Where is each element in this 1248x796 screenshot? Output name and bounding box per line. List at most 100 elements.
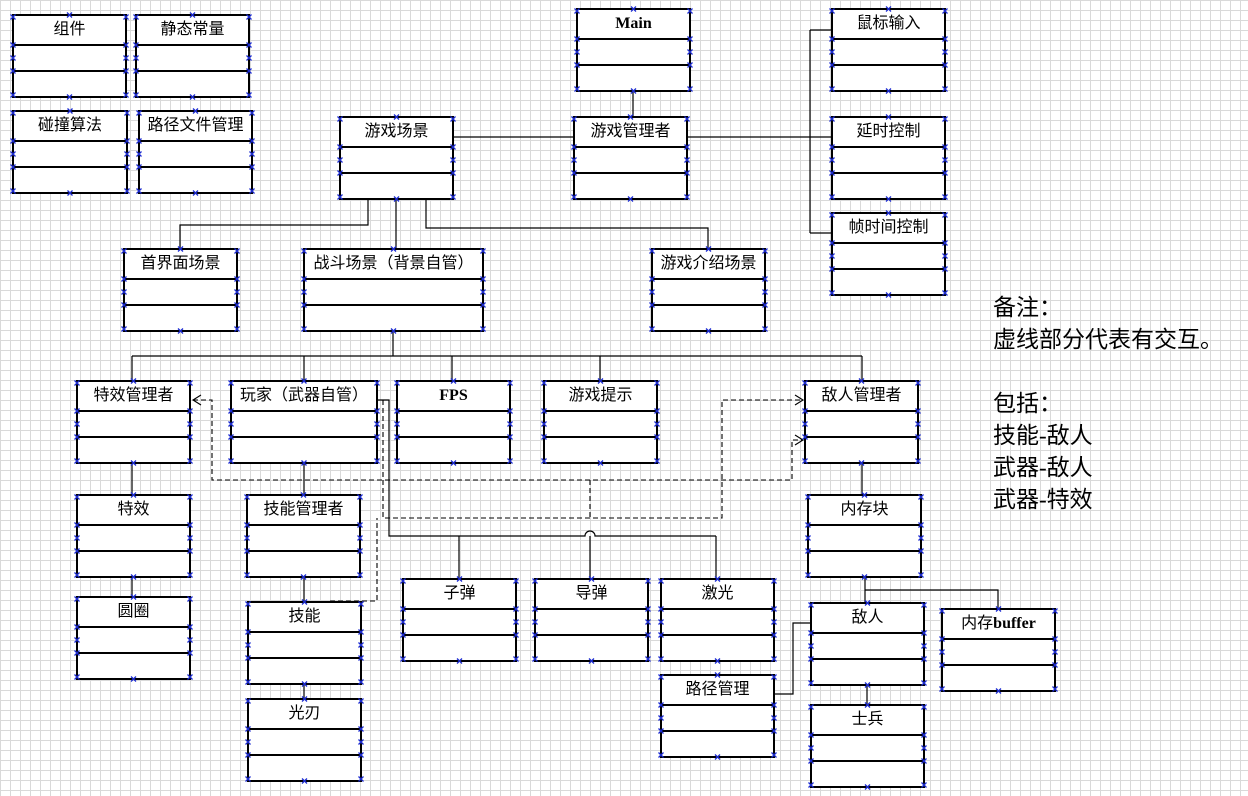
class-box-static-constants[interactable]: 静态常量 [135,14,250,98]
notes-spacer [993,356,1243,388]
class-title-suffix: buffer [993,615,1036,632]
methods-compartment [812,658,923,684]
attributes-compartment [232,410,376,436]
class-title: 技能管理者 [263,501,344,518]
class-box-intro-scene[interactable]: 游戏介绍场景 [651,248,766,332]
class-box-circle[interactable]: 圆圈 [76,596,191,680]
attributes-compartment [140,140,251,166]
class-title: 鼠标输入 [856,15,921,32]
attributes-compartment [833,38,944,64]
attributes-compartment [662,704,773,730]
class-title: 首界面场景 [140,255,221,272]
methods-compartment [943,664,1054,690]
attributes-compartment [812,632,923,658]
class-box-path-file-manager[interactable]: 路径文件管理 [138,110,253,194]
methods-compartment [833,64,944,90]
class-title-prefix: 内存 [961,615,994,632]
arrowhead-enemy-manager-upper [794,394,805,406]
class-box-main[interactable]: Main [576,8,691,92]
class-box-bullet[interactable]: 子弹 [402,578,517,662]
attributes-compartment [812,734,923,760]
class-box-collision-algorithm[interactable]: 碰撞算法 [12,110,128,194]
methods-compartment [536,634,647,660]
connector-game-scene-intro-scene[interactable] [425,200,709,248]
attributes-compartment [662,608,773,634]
attributes-compartment [578,38,689,64]
class-box-soldier[interactable]: 士兵 [810,704,925,788]
methods-compartment [249,754,360,780]
class-box-battle-scene[interactable]: 战斗场景（背景自管） [303,248,484,332]
notes-pair: 武器-特效 [993,487,1093,512]
class-title: 游戏管理者 [590,123,671,140]
class-box-skill[interactable]: 技能 [247,601,362,685]
methods-compartment [833,172,944,198]
connector-path-manager-enemy[interactable] [775,622,810,695]
class-box-memory-block[interactable]: 内存块 [807,494,922,578]
methods-compartment [833,268,944,294]
class-title: 导弹 [575,585,608,602]
attributes-compartment [806,410,917,436]
class-box-missile[interactable]: 导弹 [534,578,649,662]
notes-title: 备注： [993,295,1062,320]
methods-compartment [545,436,656,462]
notes-pair: 技能-敌人 [993,423,1093,448]
class-box-memory-buffer[interactable]: 内存buffer [941,608,1056,692]
class-box-skill-manager[interactable]: 技能管理者 [246,494,361,578]
attributes-compartment [78,524,189,550]
attributes-compartment [404,608,515,634]
class-title: 游戏介绍场景 [660,255,757,272]
class-title: 路径管理 [685,681,750,698]
methods-compartment [806,436,917,462]
attributes-compartment [137,44,248,70]
class-title: 游戏场景 [364,123,429,140]
methods-compartment [398,436,509,462]
class-box-player[interactable]: 玩家（武器自管） [230,380,378,464]
class-title: FPS [439,387,468,404]
class-box-game-tips[interactable]: 游戏提示 [543,380,658,464]
class-title: 战斗场景（背景自管） [313,255,474,272]
methods-compartment [14,166,126,192]
methods-compartment [249,657,360,683]
attributes-compartment [78,410,189,436]
connector-game-scene-home-scene[interactable] [179,200,369,248]
class-title: 敌人管理者 [821,387,902,404]
class-title: 敌人 [851,609,884,626]
methods-compartment [78,550,189,576]
methods-compartment [578,64,689,90]
class-box-game-scene[interactable]: 游戏场景 [339,116,454,200]
attributes-compartment [398,410,509,436]
class-box-light-blade[interactable]: 光刃 [247,698,362,782]
class-box-mouse-input[interactable]: 鼠标输入 [831,8,946,92]
attributes-compartment [833,242,944,268]
class-title: 内存块 [840,501,889,518]
attributes-compartment [341,146,452,172]
class-box-effect-manager[interactable]: 特效管理者 [76,380,191,464]
class-title: 碰撞算法 [37,117,102,134]
attributes-compartment [536,608,647,634]
class-box-frame-time-control[interactable]: 帧时间控制 [831,212,946,296]
attributes-compartment [653,278,764,304]
class-box-laser[interactable]: 激光 [660,578,775,662]
class-title: 内存buffer [943,610,1054,638]
class-title: 静态常量 [160,21,225,38]
class-box-home-scene[interactable]: 首界面场景 [123,248,238,332]
attributes-compartment [943,638,1054,664]
class-box-enemy[interactable]: 敌人 [810,602,925,686]
class-box-fps[interactable]: FPS [396,380,511,464]
class-box-path-manager[interactable]: 路径管理 [660,674,775,758]
class-box-effect[interactable]: 特效 [76,494,191,578]
methods-compartment [125,304,236,330]
class-box-components[interactable]: 组件 [12,14,127,98]
methods-compartment [812,760,923,786]
class-title: 组件 [53,21,86,38]
class-title: 圆圈 [117,603,150,620]
attributes-compartment [575,146,686,172]
attributes-compartment [809,524,920,550]
class-box-enemy-manager[interactable]: 敌人管理者 [804,380,919,464]
methods-compartment [662,634,773,660]
class-box-delay-control[interactable]: 延时控制 [831,116,946,200]
attributes-compartment [78,626,189,652]
attributes-compartment [545,410,656,436]
class-box-game-manager[interactable]: 游戏管理者 [573,116,688,200]
